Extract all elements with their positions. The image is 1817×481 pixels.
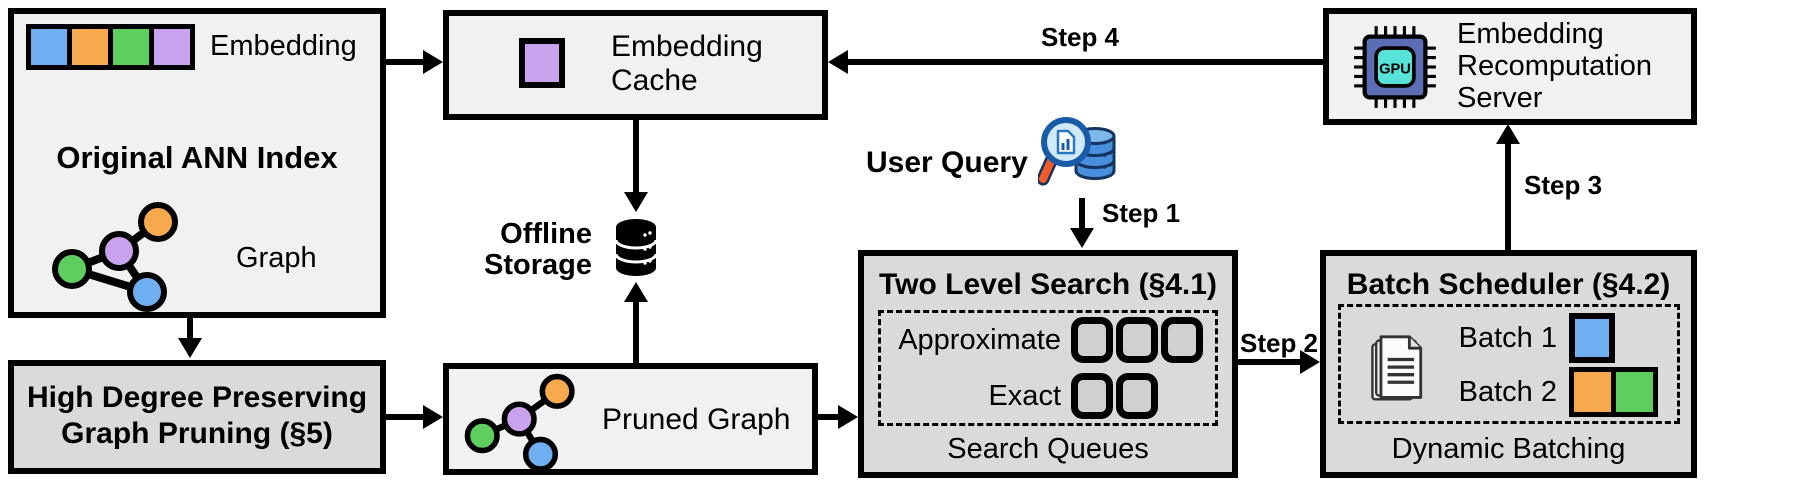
- two-level-search-box: Two Level Search (§4.1) Approximate Exac…: [858, 250, 1238, 478]
- search-queues-label: Search Queues: [947, 433, 1149, 465]
- hdp-line2: Graph Pruning (§5): [61, 417, 333, 450]
- cached-embedding-icon: [519, 38, 565, 88]
- arrowhead-pruned-to-search: [838, 405, 858, 429]
- gpu-chip-label: GPU: [1379, 61, 1411, 77]
- batch2-queries: [1569, 367, 1658, 417]
- embedding-cell-blue: [31, 29, 67, 65]
- exact-queue-row: Exact: [988, 373, 1203, 419]
- arrow-step3: [1505, 143, 1511, 250]
- batch1-slot: [1569, 313, 1663, 363]
- offline-line1: Offline: [500, 218, 592, 250]
- server-line3: Server: [1457, 82, 1543, 114]
- batch2-row: Batch 2: [1459, 367, 1663, 417]
- batch1-query-blue: [1569, 313, 1615, 363]
- embedding-cache-label: Embedding Cache: [611, 30, 763, 98]
- pruned-graph-label: Pruned Graph: [602, 403, 791, 436]
- arrow-pruned-to-search: [818, 414, 840, 420]
- two-level-search-title: Two Level Search (§4.1): [879, 268, 1217, 301]
- gpu-chip-icon: GPU: [1354, 26, 1436, 108]
- arrow-pruning-to-pruned: [386, 414, 426, 420]
- search-queues-panel: Approximate Exact: [878, 310, 1218, 426]
- arrow-step2: [1238, 359, 1302, 365]
- approximate-queue-row: Approximate: [898, 317, 1203, 363]
- approximate-queue-icons: [1071, 317, 1203, 363]
- arrowhead-step2: [1300, 350, 1320, 374]
- arrow-pruned-to-storage: [633, 301, 639, 363]
- graph-label: Graph: [236, 242, 317, 274]
- user-query-label: User Query: [866, 146, 1028, 179]
- offline-storage-label: Offline Storage: [440, 219, 592, 281]
- arrowhead-step1: [1070, 228, 1094, 248]
- arrow-ann-to-cache: [386, 59, 426, 65]
- approximate-label: Approximate: [898, 323, 1061, 356]
- arrow-ann-to-pruning: [187, 318, 193, 340]
- recomputation-server-box: GPU Embedding Recomputation Server: [1323, 8, 1697, 125]
- batch2-query-orange: [1574, 372, 1611, 412]
- cache-line1: Embedding: [611, 30, 763, 63]
- batch2-slot: [1569, 367, 1663, 417]
- user-query-icon: [1038, 117, 1116, 186]
- step4-label: Step 4: [1040, 22, 1120, 52]
- exact-queue-icons: [1071, 373, 1158, 419]
- queue-slot-icon: [1161, 317, 1203, 363]
- cache-line2: Cache: [611, 64, 698, 97]
- queue-slot-icon: [1116, 373, 1158, 419]
- original-ann-index-box: Embedding Original ANN Index Graph: [8, 8, 386, 318]
- queue-slot-icon: [1071, 373, 1113, 419]
- original-graph-icon: [52, 202, 178, 312]
- arrow-step1: [1079, 198, 1085, 230]
- server-line2: Recomputation: [1457, 50, 1653, 82]
- hdp-pruning-box: High Degree Preserving Graph Pruning (§5…: [8, 360, 386, 474]
- documents-icon: [1371, 335, 1423, 401]
- ann-index-title: Original ANN Index: [56, 140, 338, 175]
- embedding-label: Embedding: [210, 30, 357, 62]
- arrowhead-ann-to-pruning: [178, 338, 202, 358]
- arrow-step4: [846, 59, 1323, 65]
- arrowhead-pruning-to-pruned: [423, 405, 443, 429]
- queue-slot-icon: [1071, 317, 1113, 363]
- embedding-strip-icon: [26, 24, 195, 70]
- arrowhead-step4: [828, 50, 848, 74]
- step3-label: Step 3: [1524, 170, 1603, 200]
- batch2-label: Batch 2: [1458, 375, 1557, 408]
- batch-scheduler-title: Batch Scheduler (§4.2): [1346, 268, 1671, 301]
- queue-slot-icon: [1116, 317, 1158, 363]
- step2-label: Step 2: [1239, 328, 1319, 358]
- server-line1: Embedding: [1457, 18, 1604, 50]
- exact-label: Exact: [988, 379, 1061, 412]
- arrow-cache-to-storage: [633, 120, 639, 194]
- batch1-label: Batch 1: [1458, 321, 1557, 354]
- arrowhead-pruned-to-storage: [624, 282, 648, 302]
- dynamic-batching-panel: Batch 1 Batch 2: [1338, 304, 1680, 424]
- embedding-cache-box: Embedding Cache: [443, 10, 828, 120]
- embedding-cell-green: [113, 29, 149, 65]
- arrowhead-step3: [1496, 124, 1520, 144]
- step1-label: Step 1: [1102, 198, 1181, 228]
- embedding-cell-purple: [154, 29, 190, 65]
- batch2-query-green: [1616, 372, 1653, 412]
- batch-scheduler-box: Batch Scheduler (§4.2) Batch 1: [1320, 250, 1697, 478]
- embedding-cell-orange: [72, 29, 108, 65]
- recomputation-server-label: Embedding Recomputation Server: [1457, 18, 1652, 114]
- hdp-pruning-title: High Degree Preserving Graph Pruning (§5…: [14, 380, 380, 452]
- pruned-graph-box: Pruned Graph: [443, 363, 818, 475]
- pruned-graph-icon: [464, 373, 575, 469]
- arrowhead-ann-to-cache: [423, 50, 443, 74]
- hdp-line1: High Degree Preserving: [26, 381, 368, 414]
- offline-line2: Storage: [484, 249, 592, 281]
- batch1-row: Batch 1: [1459, 313, 1663, 363]
- database-icon: [614, 219, 658, 276]
- dynamic-batching-label: Dynamic Batching: [1391, 433, 1626, 465]
- arrowhead-cache-to-storage: [624, 192, 648, 212]
